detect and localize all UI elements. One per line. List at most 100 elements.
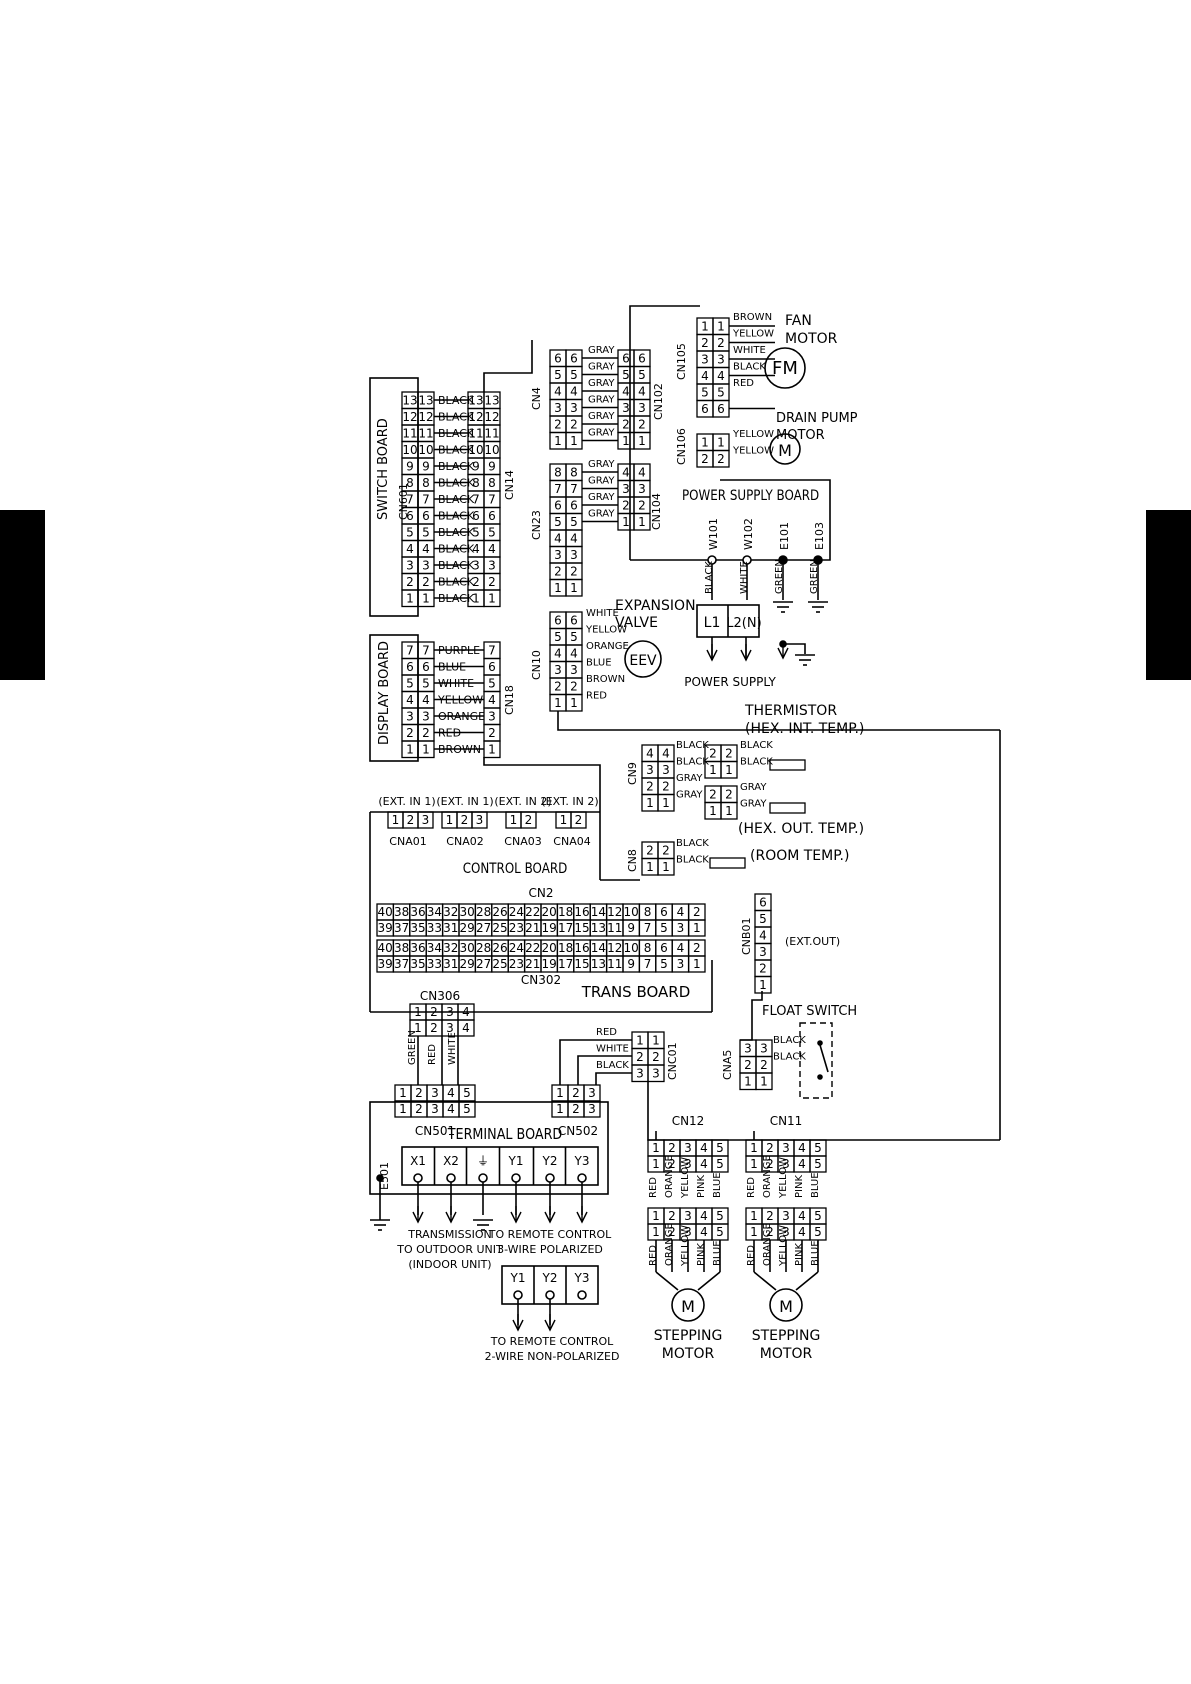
terminal-board: [369, 1101, 609, 1195]
cn105-pin-number: 6: [701, 402, 709, 416]
float-switch-contact: [817, 1040, 823, 1046]
cn4-pin-number: 1: [570, 434, 578, 448]
terminal-label: X1: [410, 1154, 426, 1168]
cn601-pin-number: 10: [418, 443, 433, 457]
cn501-pin-number: 2: [415, 1086, 423, 1100]
cn14-pin-number: 8: [488, 476, 496, 490]
cn104-pin-number: 3: [622, 482, 630, 496]
cn105-label: CN105: [675, 343, 688, 380]
cnb01-pin-number: 6: [759, 896, 767, 910]
cn8-label: CN8: [626, 849, 639, 872]
terminal-screw: [513, 1290, 523, 1300]
cn11-motor-label: STEPPING: [752, 1328, 821, 1344]
cn8-pin-number: 1: [646, 860, 654, 874]
cn2-odd-pin: [687, 919, 706, 937]
power-wire-label: BLACK: [704, 561, 715, 594]
expansion-valve-label: VALVE: [615, 615, 658, 631]
cn12-wire-label: BLUE: [712, 1172, 723, 1198]
cn302-even-pin-number: 40: [378, 941, 393, 955]
cn102-pin-number: 5: [622, 368, 630, 382]
cn102-pin-number: 4: [622, 385, 630, 399]
cn23-pin-number: 8: [554, 466, 562, 480]
float-wire-label: BLACK: [773, 1035, 806, 1046]
cn601-pin-number: 7: [422, 493, 430, 507]
cn306-wire-label: RED: [427, 1044, 438, 1065]
display-conn-pin-number: 2: [422, 726, 430, 740]
cn14-pin-number: 9: [488, 460, 496, 474]
cn2-even-pin-number: 4: [677, 905, 685, 919]
cn601-pin-number: 9: [406, 460, 414, 474]
terminal-label: X2: [443, 1154, 459, 1168]
cn11-motor-label: MOTOR: [760, 1346, 813, 1362]
cn106-label: CN106: [675, 428, 688, 465]
cn4-pin-number: 2: [570, 418, 578, 432]
cn302-odd-pin-number: 29: [460, 957, 475, 971]
cn9-wire-label: GRAY: [676, 773, 703, 784]
drain-pump-label: MOTOR: [776, 428, 825, 443]
cn302-even-pin-number: 34: [427, 941, 442, 955]
cn11-lower-conn-pin-number: 2: [766, 1225, 774, 1239]
cn11-lower-conn-pin-number: 3: [782, 1209, 790, 1223]
cna03-label: CNA03: [504, 835, 541, 848]
cn8-wire-label: BLACK: [676, 855, 709, 866]
cn104-label: CN104: [650, 493, 663, 530]
cn11-conn-pin-number: 2: [766, 1157, 774, 1171]
fan-motor-symbol: FM: [772, 358, 798, 379]
cn9-pin-number: 1: [662, 796, 670, 810]
cn2-even-pin-number: 12: [607, 905, 622, 919]
cnb01-pin-number: 2: [759, 962, 767, 976]
cn102-pin-number: 3: [638, 401, 646, 415]
cn2-odd-pin-number: 19: [542, 921, 557, 935]
cn11-conn-pin-number: 4: [798, 1141, 806, 1155]
cna5-pin-number: 1: [760, 1075, 768, 1089]
cna02-pin: [471, 811, 488, 829]
cn14-pin-number: 2: [488, 575, 496, 589]
cn23-pin-number: 4: [570, 532, 578, 546]
thermistor-label: (HEX. INT. TEMP.): [745, 721, 864, 737]
cn12-motor-symbol: M: [681, 1297, 695, 1316]
cn102-pin: [633, 431, 651, 450]
cn11-wire-label: PINK: [794, 1175, 805, 1198]
cn12-lower-conn-pin-number: 5: [716, 1209, 724, 1223]
cn302-even-pin-number: 14: [591, 941, 606, 955]
cn502-pin-number: 3: [588, 1102, 596, 1116]
cn2-even-pin-number: 28: [476, 905, 491, 919]
cn302-even-pin-number: 22: [525, 941, 540, 955]
cn2-even-pin-number: 40: [378, 905, 393, 919]
cn14-pin-number: 1: [472, 592, 480, 606]
eev-wire-label: BLUE: [586, 658, 612, 669]
trans-board-label: TRANS BOARD: [581, 983, 691, 1001]
cn302-even-pin-number: 2: [693, 941, 701, 955]
e101-label: E101: [778, 522, 791, 550]
cn9-wire-label: GRAY: [676, 790, 703, 801]
cn23-pin-number: 7: [570, 482, 578, 496]
stepper-wire: [753, 1271, 777, 1291]
cn302-odd-pin-number: 5: [660, 957, 668, 971]
cn12-wire-label: PINK: [696, 1175, 707, 1198]
cn10-pin-number: 3: [554, 663, 562, 677]
ext-input-label: (EXT. IN 2): [494, 795, 551, 808]
cn106-pin: [712, 449, 730, 468]
cn302-even-pin-number: 8: [644, 941, 652, 955]
cnb01-pin: [754, 975, 772, 994]
terminal-label: Y2: [542, 1154, 558, 1168]
fan-wire-label: YELLOW: [732, 329, 774, 340]
cn106-pin-number: 2: [701, 452, 709, 466]
cn4-wire-label: GRAY: [588, 428, 615, 439]
cn23-pin-number: 6: [570, 499, 578, 513]
thermistor-conn-b-pin-number: 2: [725, 788, 733, 802]
thermistor-room-icon: [709, 857, 746, 869]
cna04-pin: [570, 811, 587, 829]
display-conn-pin-number: 7: [422, 644, 430, 658]
cn2-even-pin-number: 22: [525, 905, 540, 919]
cn601-pin-number: 2: [406, 575, 414, 589]
display-conn-pin-number: 2: [406, 726, 414, 740]
cn601-label: CN601: [397, 483, 410, 520]
cn501-pin-number: 4: [447, 1102, 455, 1116]
cn8-pin-number: 1: [662, 860, 670, 874]
cn10-pin-number: 4: [570, 647, 578, 661]
drain-wire-label: YELLOW: [732, 429, 774, 440]
eev-wire-label: BROWN: [586, 674, 625, 685]
cnc01-pin: [647, 1064, 665, 1083]
cn12-conn-pin-number: 1: [652, 1157, 660, 1171]
